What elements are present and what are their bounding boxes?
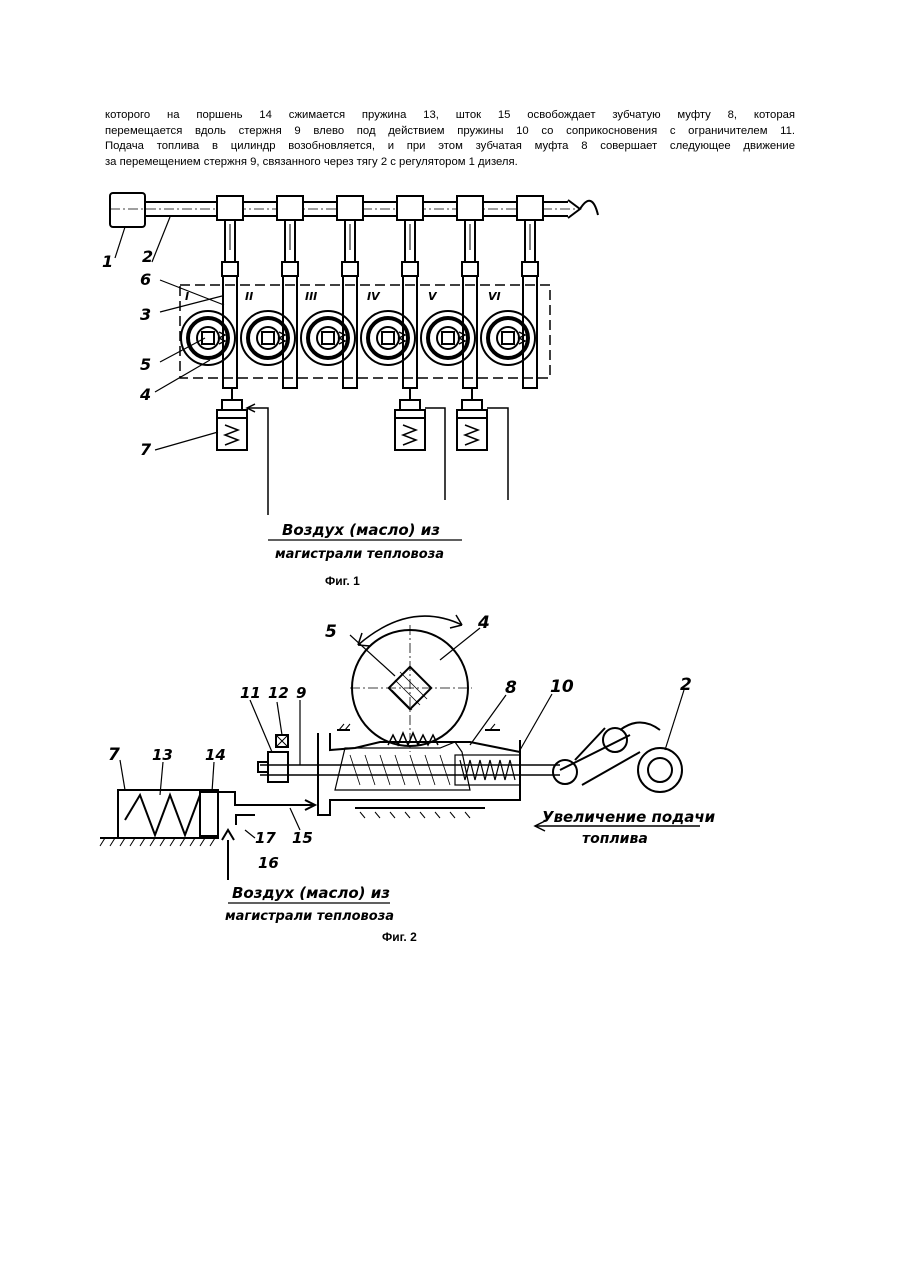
fig2-label-5: 5 — [325, 622, 337, 642]
cylinder-label-4: IV — [367, 290, 381, 303]
fig1-label-2: 2 — [142, 247, 153, 266]
fig2-label-15: 15 — [292, 829, 313, 847]
fig1-label-1: 1 — [102, 252, 113, 271]
fig2-label-8: 8 — [505, 678, 517, 698]
cylinder-label-2: II — [245, 290, 253, 303]
fig2-label-4: 4 — [477, 613, 490, 633]
fig2-increase-label-line2: топлива — [582, 831, 648, 847]
fig2-label-9: 9 — [296, 684, 306, 702]
fig2-air-label-line2: магистрали тепловоза — [225, 909, 394, 924]
air-cylinder-3 — [457, 388, 487, 450]
fig2-label-12: 12 — [268, 684, 289, 702]
fig2-label-16: 16 — [258, 854, 279, 872]
fig2-label-13: 13 — [152, 746, 173, 764]
regulator-box — [110, 193, 145, 227]
fig1-label-4: 4 — [139, 385, 151, 404]
cylinder-label-3: III — [305, 290, 317, 303]
figure-2-drawing: 5 4 8 10 2 11 12 9 7 13 14 15 17 16 Увел… — [0, 600, 900, 950]
fig1-air-label-line1: Воздух (масло) из — [282, 521, 440, 539]
cylinder-label-1: I — [185, 290, 189, 303]
cylinder-label-6: VI — [488, 290, 501, 303]
fig2-label-7: 7 — [108, 745, 120, 765]
fig2-increase-label-line1: Увеличение подачи — [542, 808, 716, 826]
fig1-label-6: 6 — [140, 270, 151, 289]
air-cylinder-2 — [395, 388, 425, 450]
figure-1-caption: Фиг. 1 — [325, 574, 360, 588]
fig1-label-5: 5 — [140, 355, 151, 374]
fig1-label-7: 7 — [140, 440, 152, 459]
figure-2-caption: Фиг. 2 — [382, 930, 417, 944]
fig2-label-2: 2 — [680, 675, 692, 695]
regulator-shaft-2 — [638, 748, 682, 792]
figure-1-drawing: 1 2 6 3 5 4 7 I II III IV V VI Воздух (м… — [0, 0, 900, 600]
fig1-label-3: 3 — [140, 305, 151, 324]
fig2-label-10: 10 — [550, 677, 574, 697]
fig2-label-11: 11 — [240, 684, 261, 702]
fig2-label-17: 17 — [255, 829, 276, 847]
fig2-air-label-line1: Воздух (масло) из — [232, 884, 390, 902]
fig2-label-14: 14 — [205, 746, 226, 764]
fig1-air-label-line2: магистрали тепловоза — [275, 547, 444, 562]
fig2-air-cylinder — [118, 790, 218, 838]
cylinder-label-5: V — [428, 290, 438, 303]
air-cylinder-1 — [217, 388, 247, 450]
